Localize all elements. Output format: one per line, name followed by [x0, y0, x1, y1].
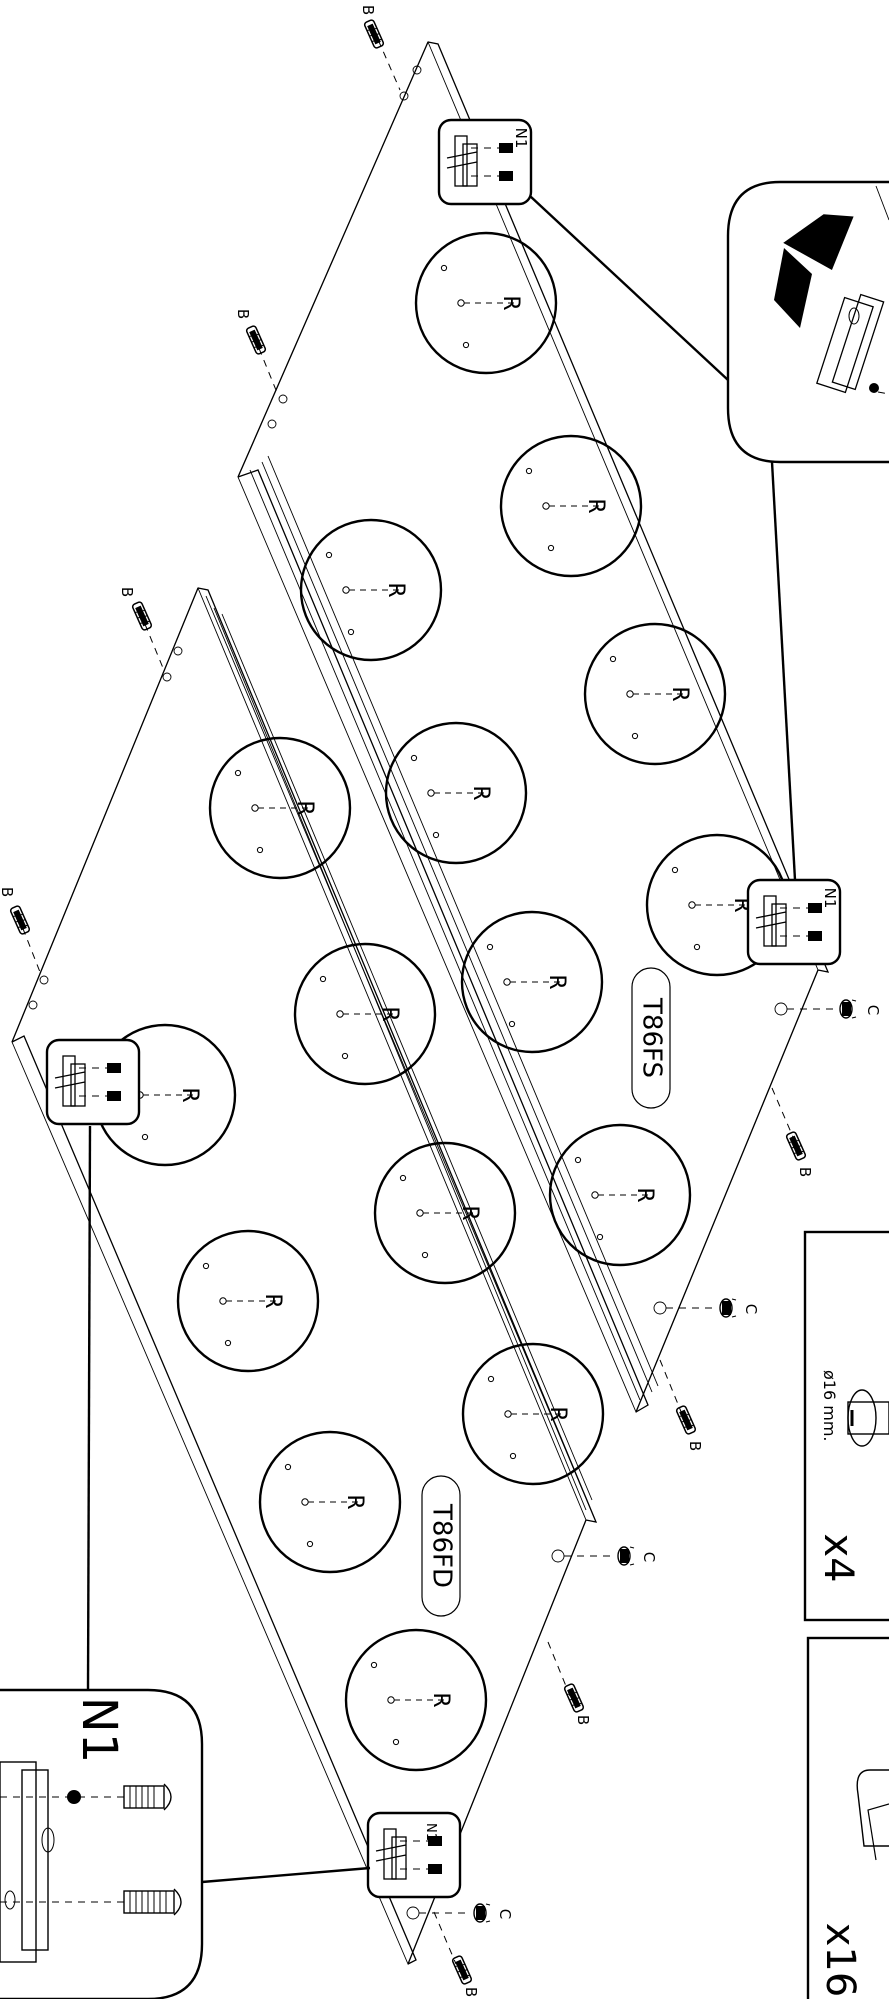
r-label: R — [428, 1692, 453, 1707]
r-circles-bottom — [93, 736, 605, 1772]
r-label: R — [177, 1087, 202, 1102]
b-label: B — [796, 1167, 814, 1177]
bracket-icon — [856, 1769, 889, 1861]
r-label: R — [468, 785, 493, 800]
panel-top — [237, 40, 830, 1414]
bracket-qty-label: x16 — [817, 1923, 863, 1998]
n1-inset-bottom-right: N1 — [366, 1811, 462, 1899]
panel-label-top: T86FS — [631, 967, 671, 1109]
r-label: R — [260, 1293, 285, 1308]
r-label: R — [545, 1406, 570, 1421]
r-label: R — [498, 295, 523, 310]
b-label: B — [118, 587, 136, 597]
n1-label: N1 — [512, 128, 530, 149]
n1-large-label: N1 — [71, 1697, 127, 1763]
c-labels: C C C C — [496, 1005, 882, 1919]
b-label: B — [574, 1715, 592, 1725]
b-label: B — [462, 1987, 480, 1997]
panel-label-bottom: T86FD — [421, 1475, 461, 1617]
b-label: B — [0, 887, 16, 897]
panel-bottom — [11, 586, 598, 1966]
c-label: C — [496, 1909, 514, 1919]
parts-box-bracket: x16 — [806, 1636, 889, 2003]
leader-lines — [86, 195, 797, 1884]
r-label: R — [544, 974, 569, 989]
screw-icon — [123, 1888, 182, 1916]
cams — [406, 999, 857, 1923]
callout-n1-large: N1 — [0, 1688, 204, 2001]
dowels — [8, 18, 808, 1986]
r-label: R — [457, 1205, 482, 1220]
r-label: R — [667, 686, 692, 701]
r-label: R — [383, 582, 408, 597]
r-label: R — [632, 1187, 657, 1202]
r-label: R — [583, 498, 608, 513]
n1-inset-top-left: N1 — [437, 118, 533, 206]
n1-inset-bottom-left — [45, 1038, 141, 1126]
cam-lock-icon — [847, 1389, 889, 1447]
cam-qty-label: x4 — [815, 1533, 861, 1582]
panel-label-bottom-text: T86FD — [427, 1503, 457, 1588]
n1-inset-top-right: N1 — [746, 878, 842, 966]
panel-label-top-text: T86FS — [637, 997, 667, 1078]
r-label: R — [342, 1494, 367, 1509]
n1-label: N1 — [821, 888, 839, 909]
n1-label: N1 — [423, 1823, 438, 1841]
c-label: C — [640, 1552, 658, 1562]
parts-box-cam: ø16 mm. x4 — [803, 1230, 889, 1622]
b-label: B — [234, 309, 252, 319]
callout-top-right — [726, 180, 889, 464]
c-label: C — [742, 1304, 760, 1314]
r-label: R — [292, 800, 317, 815]
r-label: R — [377, 1006, 402, 1021]
b-labels: B B B B B B B B — [0, 5, 814, 1997]
b-label: B — [359, 5, 377, 15]
c-label: C — [864, 1005, 882, 1015]
cam-size-label: ø16 mm. — [820, 1370, 839, 1442]
b-label: B — [686, 1441, 704, 1451]
r-labels: R R R R R R R R R R R R R R R R — [177, 295, 754, 1707]
screw-icon — [123, 1783, 172, 1811]
